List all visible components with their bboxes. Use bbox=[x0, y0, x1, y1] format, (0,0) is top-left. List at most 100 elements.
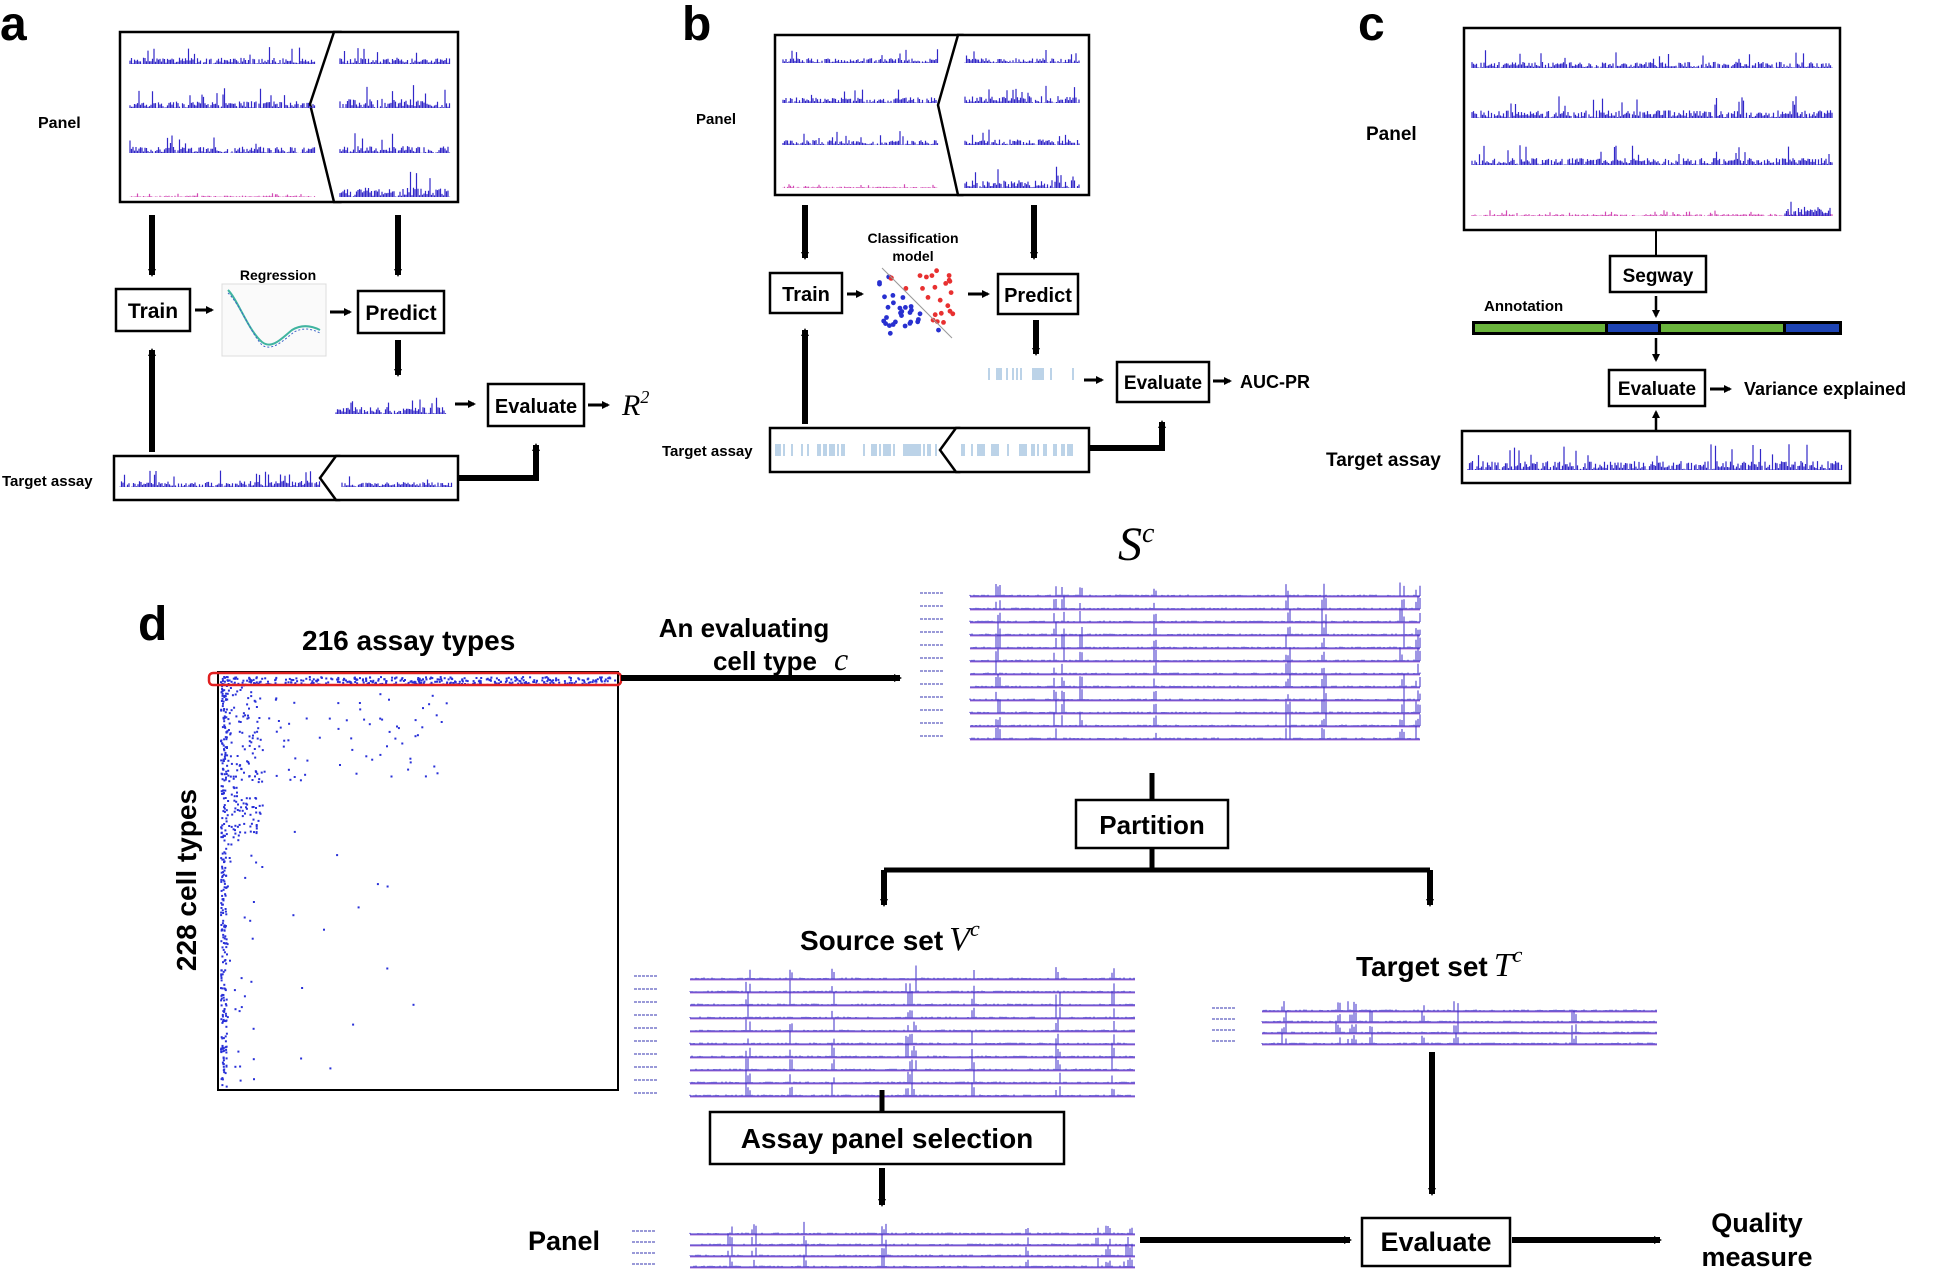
scatter-point bbox=[882, 294, 887, 300]
matrix-dot bbox=[220, 871, 223, 874]
matrix-dot bbox=[461, 679, 464, 682]
matrix-dot bbox=[535, 681, 538, 684]
matrix-dot bbox=[401, 742, 404, 745]
matrix-dot bbox=[223, 676, 226, 678]
scatter-point bbox=[907, 321, 913, 326]
matrix-dot bbox=[222, 936, 225, 939]
matrix-dot bbox=[372, 679, 375, 682]
partition-box bbox=[1074, 798, 1230, 850]
matrix-dot bbox=[221, 1077, 224, 1080]
matrix-dot bbox=[221, 1045, 224, 1048]
matrix-dot bbox=[552, 682, 555, 684]
matrix-dot bbox=[252, 806, 255, 808]
target-set-track-names bbox=[1212, 1007, 1236, 1042]
matrix-dot bbox=[226, 730, 229, 733]
matrix-dot bbox=[549, 679, 552, 682]
matrix-dot bbox=[221, 762, 224, 765]
matrix-dot bbox=[287, 768, 290, 771]
matrix-dot bbox=[225, 946, 228, 949]
matrix-dot bbox=[578, 678, 581, 681]
matrix-dot bbox=[256, 772, 259, 775]
matrix-dot bbox=[224, 852, 227, 855]
matrix-dot bbox=[255, 832, 258, 835]
matrix-dot bbox=[305, 677, 308, 680]
matrix-dot bbox=[236, 769, 239, 772]
selected-panel-track-names bbox=[632, 1230, 656, 1265]
matrix-dot bbox=[390, 775, 393, 778]
matrix-dot bbox=[221, 692, 224, 695]
matrix-dot bbox=[221, 874, 224, 877]
matrix-dot bbox=[238, 720, 241, 723]
matrix-dot bbox=[225, 886, 228, 889]
matrix-dot bbox=[573, 682, 576, 685]
matrix-dot bbox=[234, 807, 237, 810]
scatter-point bbox=[937, 297, 943, 303]
matrix-dot bbox=[371, 681, 374, 684]
matrix-dot bbox=[225, 776, 227, 779]
matrix-dot bbox=[224, 1040, 227, 1043]
matrix-dot bbox=[465, 679, 468, 682]
matrix-dot bbox=[541, 676, 544, 679]
matrix-dot bbox=[229, 860, 232, 863]
matrix-dot bbox=[422, 682, 425, 685]
matrix-dot bbox=[396, 725, 398, 728]
matrix-dot bbox=[294, 682, 297, 685]
matrix-dot bbox=[223, 1068, 226, 1071]
matrix-dot bbox=[589, 681, 592, 684]
matrix-dot bbox=[418, 678, 421, 681]
matrix-dot bbox=[287, 739, 290, 742]
matrix-dot bbox=[339, 764, 341, 766]
matrix-dot bbox=[224, 1003, 227, 1006]
matrix-dot bbox=[220, 987, 222, 990]
matrix-dot bbox=[232, 786, 235, 789]
matrix-dot bbox=[222, 919, 225, 922]
matrix-dot bbox=[224, 894, 227, 897]
panel-c: c Panel Segway Annotation Evaluate Varia… bbox=[1326, 0, 1906, 485]
scatter-point bbox=[902, 323, 908, 329]
matrix-dot bbox=[224, 736, 227, 739]
matrix-dot bbox=[220, 969, 223, 972]
matrix-dot bbox=[550, 680, 553, 683]
matrix-dot bbox=[438, 680, 441, 683]
scatter-point bbox=[917, 311, 923, 317]
matrix-dot bbox=[316, 678, 319, 681]
matrix-dot bbox=[223, 882, 226, 885]
matrix-dot bbox=[225, 1004, 228, 1007]
matrix-dot bbox=[369, 680, 372, 683]
matrix-dot bbox=[223, 755, 226, 758]
matrix-dot bbox=[329, 1067, 332, 1070]
matrix-dot bbox=[595, 680, 598, 683]
matrix-dot bbox=[250, 679, 253, 682]
matrix-dot bbox=[222, 899, 225, 902]
matrix-dot bbox=[220, 1004, 223, 1007]
matrix-dot bbox=[221, 987, 224, 990]
matrix-dot bbox=[222, 1050, 225, 1053]
matrix-dot bbox=[251, 937, 254, 940]
matrix-dot bbox=[224, 716, 226, 719]
matrix-dot bbox=[222, 1037, 225, 1040]
predict-label-b: Predict bbox=[1004, 285, 1072, 307]
matrix-dot bbox=[386, 885, 389, 888]
matrix-dot bbox=[239, 1079, 242, 1082]
matrix-dot bbox=[222, 994, 225, 996]
matrix-dot bbox=[466, 680, 469, 683]
matrix-dot bbox=[414, 735, 417, 738]
matrix-dot bbox=[258, 778, 261, 781]
matrix-dot bbox=[239, 831, 242, 834]
matrix-dot bbox=[247, 697, 250, 700]
matrix-dot bbox=[323, 928, 325, 931]
matrix-dot bbox=[414, 719, 417, 722]
matrix-dot bbox=[600, 680, 603, 683]
scatter-point bbox=[948, 290, 954, 295]
matrix-dot bbox=[374, 682, 377, 685]
matrix-dot bbox=[230, 741, 233, 744]
target-b-right bbox=[938, 426, 1091, 474]
signal-track bbox=[782, 89, 939, 103]
matrix-dot bbox=[221, 858, 224, 861]
matrix-dot bbox=[220, 831, 223, 834]
matrix-dot bbox=[238, 730, 241, 733]
matrix-dot bbox=[351, 748, 354, 751]
matrix-dot bbox=[233, 795, 236, 798]
matrix-dot bbox=[220, 836, 223, 839]
matrix-dot bbox=[221, 792, 223, 795]
